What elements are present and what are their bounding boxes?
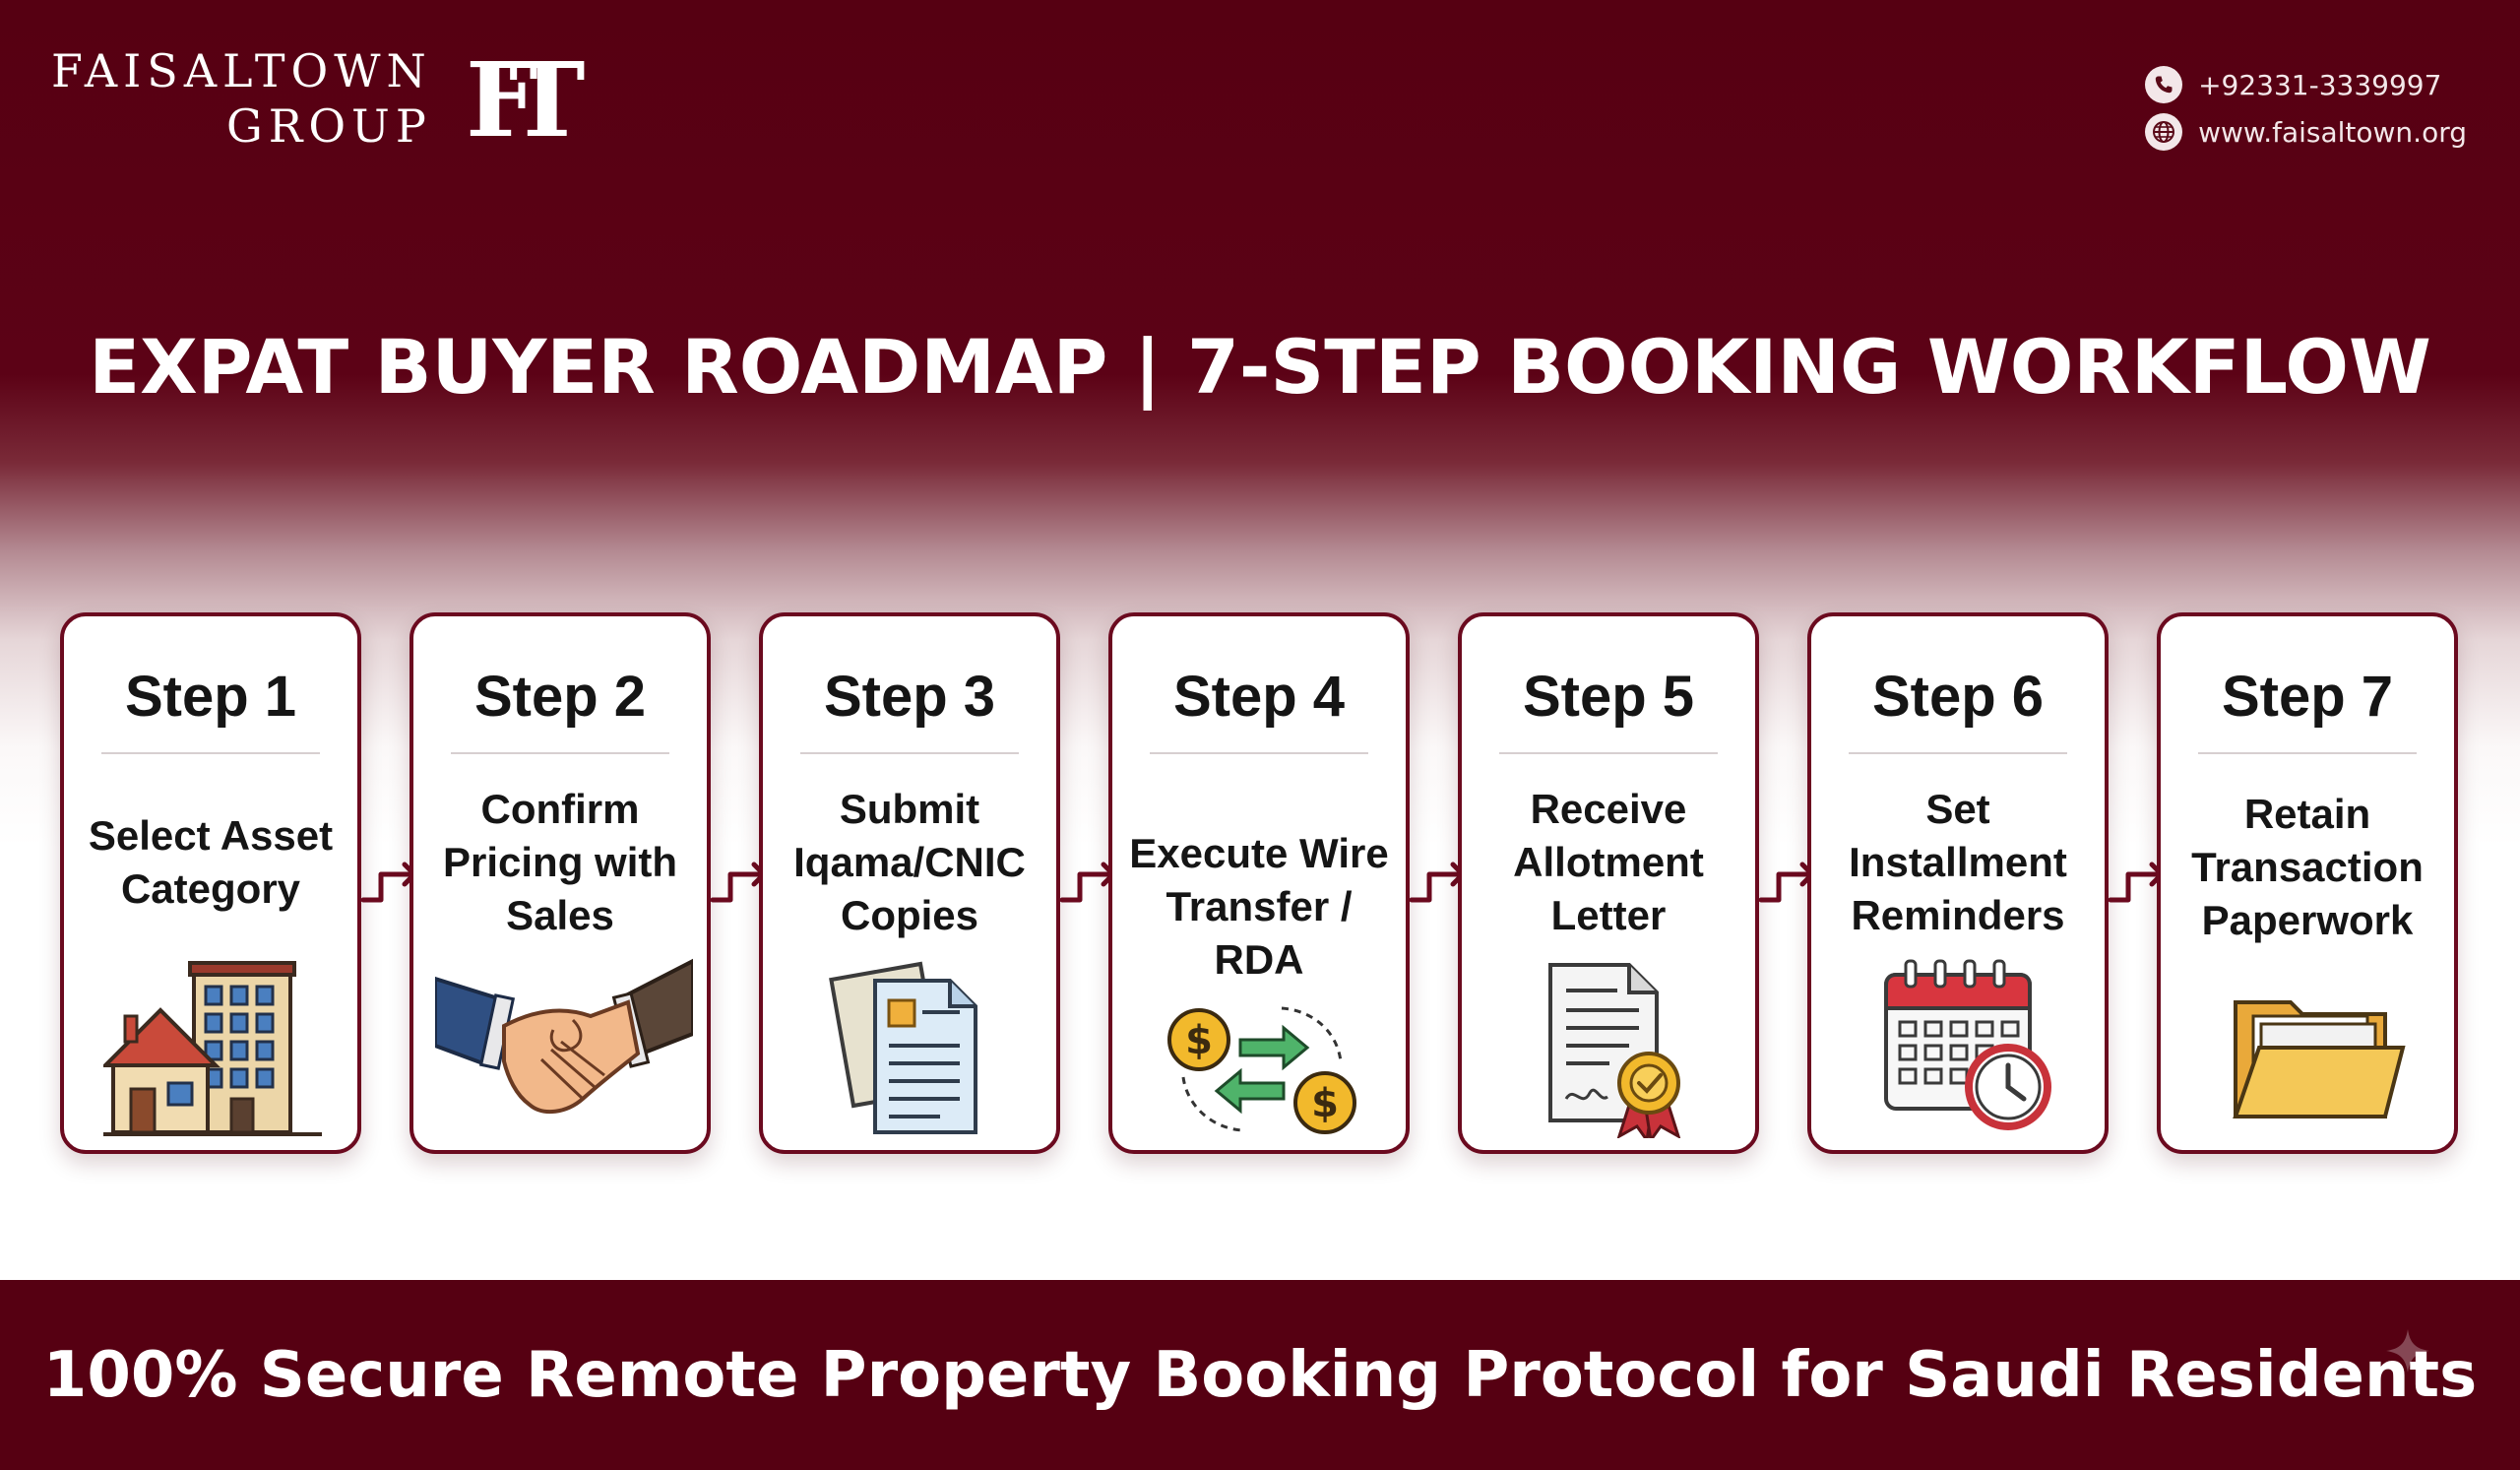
- svg-text:$: $: [1185, 1018, 1213, 1063]
- phone-number[interactable]: +92331-3339997: [2198, 68, 2442, 101]
- step-title: Step 5: [1522, 665, 1695, 729]
- contact-phone: +92331-3339997: [2145, 61, 2467, 108]
- step-divider: [1499, 752, 1718, 754]
- step-card-4: Step 4 Execute Wire Transfer / RDA $ $: [1108, 612, 1410, 1154]
- step-card-6: Step 6 Set Installment Reminders: [1807, 612, 2109, 1154]
- svg-text:T: T: [509, 49, 585, 148]
- buildings-icon: [103, 961, 322, 1136]
- contact-website: www.faisaltown.org: [2145, 108, 2467, 156]
- website-link[interactable]: www.faisaltown.org: [2198, 115, 2467, 149]
- step-divider: [2198, 752, 2417, 754]
- step-description: Confirm Pricing with Sales: [442, 786, 677, 938]
- step-description: Submit Iqama/CNIC Copies: [793, 786, 1026, 938]
- svg-text:F: F: [466, 49, 538, 148]
- step-title: Step 6: [1871, 665, 2045, 729]
- step-description: Execute Wire Transfer / RDA: [1129, 830, 1389, 983]
- step-divider: [451, 752, 669, 754]
- phone-icon: [2145, 66, 2183, 103]
- brand-logo: FAISALTOWN GROUP F T: [51, 43, 603, 154]
- step-description: Retain Transaction Paperwork: [2191, 791, 2424, 943]
- step-description: Receive Allotment Letter: [1513, 786, 1704, 938]
- step-description: Set Installment Reminders: [1849, 786, 2067, 938]
- step-description: Select Asset Category: [88, 812, 334, 912]
- money-transfer-icon: $ $: [1167, 1006, 1356, 1134]
- sparkle-icon: [2386, 1329, 2429, 1373]
- step-card-2: Step 2 Confirm Pricing with Sales: [410, 612, 711, 1154]
- footer-tagline: 100% Secure Remote Property Booking Prot…: [42, 1338, 2478, 1412]
- ft-monogram-logo: F T: [466, 49, 585, 148]
- calendar-clock-icon: [1884, 959, 2051, 1130]
- step-title: Step 3: [823, 665, 996, 729]
- documents-icon: [829, 961, 977, 1134]
- step-divider: [101, 752, 320, 754]
- brand-line-2: GROUP: [225, 99, 432, 154]
- svg-text:$: $: [1311, 1081, 1339, 1126]
- steps-row: Step 1 Select Asset Category: [60, 612, 2462, 1160]
- step-divider: [1849, 752, 2067, 754]
- step-card-5: Step 5 Receive Allotment Letter: [1458, 612, 1759, 1154]
- step-title: Step 1: [124, 665, 297, 729]
- brand-line-1: FAISALTOWN: [51, 44, 432, 97]
- step-title: Step 2: [473, 665, 647, 729]
- certificate-icon: [1548, 963, 1681, 1138]
- globe-icon: [2145, 113, 2183, 151]
- brand-wordmark: FAISALTOWN GROUP: [51, 43, 432, 154]
- contact-info: +92331-3339997 www.faisaltown.org: [2145, 61, 2467, 156]
- footer-banner: 100% Secure Remote Property Booking Prot…: [0, 1280, 2520, 1470]
- step-divider: [800, 752, 1019, 754]
- step-card-1: Step 1 Select Asset Category: [60, 612, 361, 1154]
- step-title: Step 4: [1172, 665, 1346, 729]
- step-divider: [1150, 752, 1368, 754]
- step-card-7: Step 7 Retain Transaction Paperwork: [2157, 612, 2458, 1154]
- step-title: Step 7: [2221, 665, 2394, 729]
- folder-icon: [2233, 1000, 2406, 1118]
- handshake-icon: [435, 958, 693, 1115]
- page-title: EXPAT BUYER ROADMAP | 7-STEP BOOKING WOR…: [89, 323, 2431, 411]
- step-card-3: Step 3 Submit Iqama/CNIC Copies: [759, 612, 1060, 1154]
